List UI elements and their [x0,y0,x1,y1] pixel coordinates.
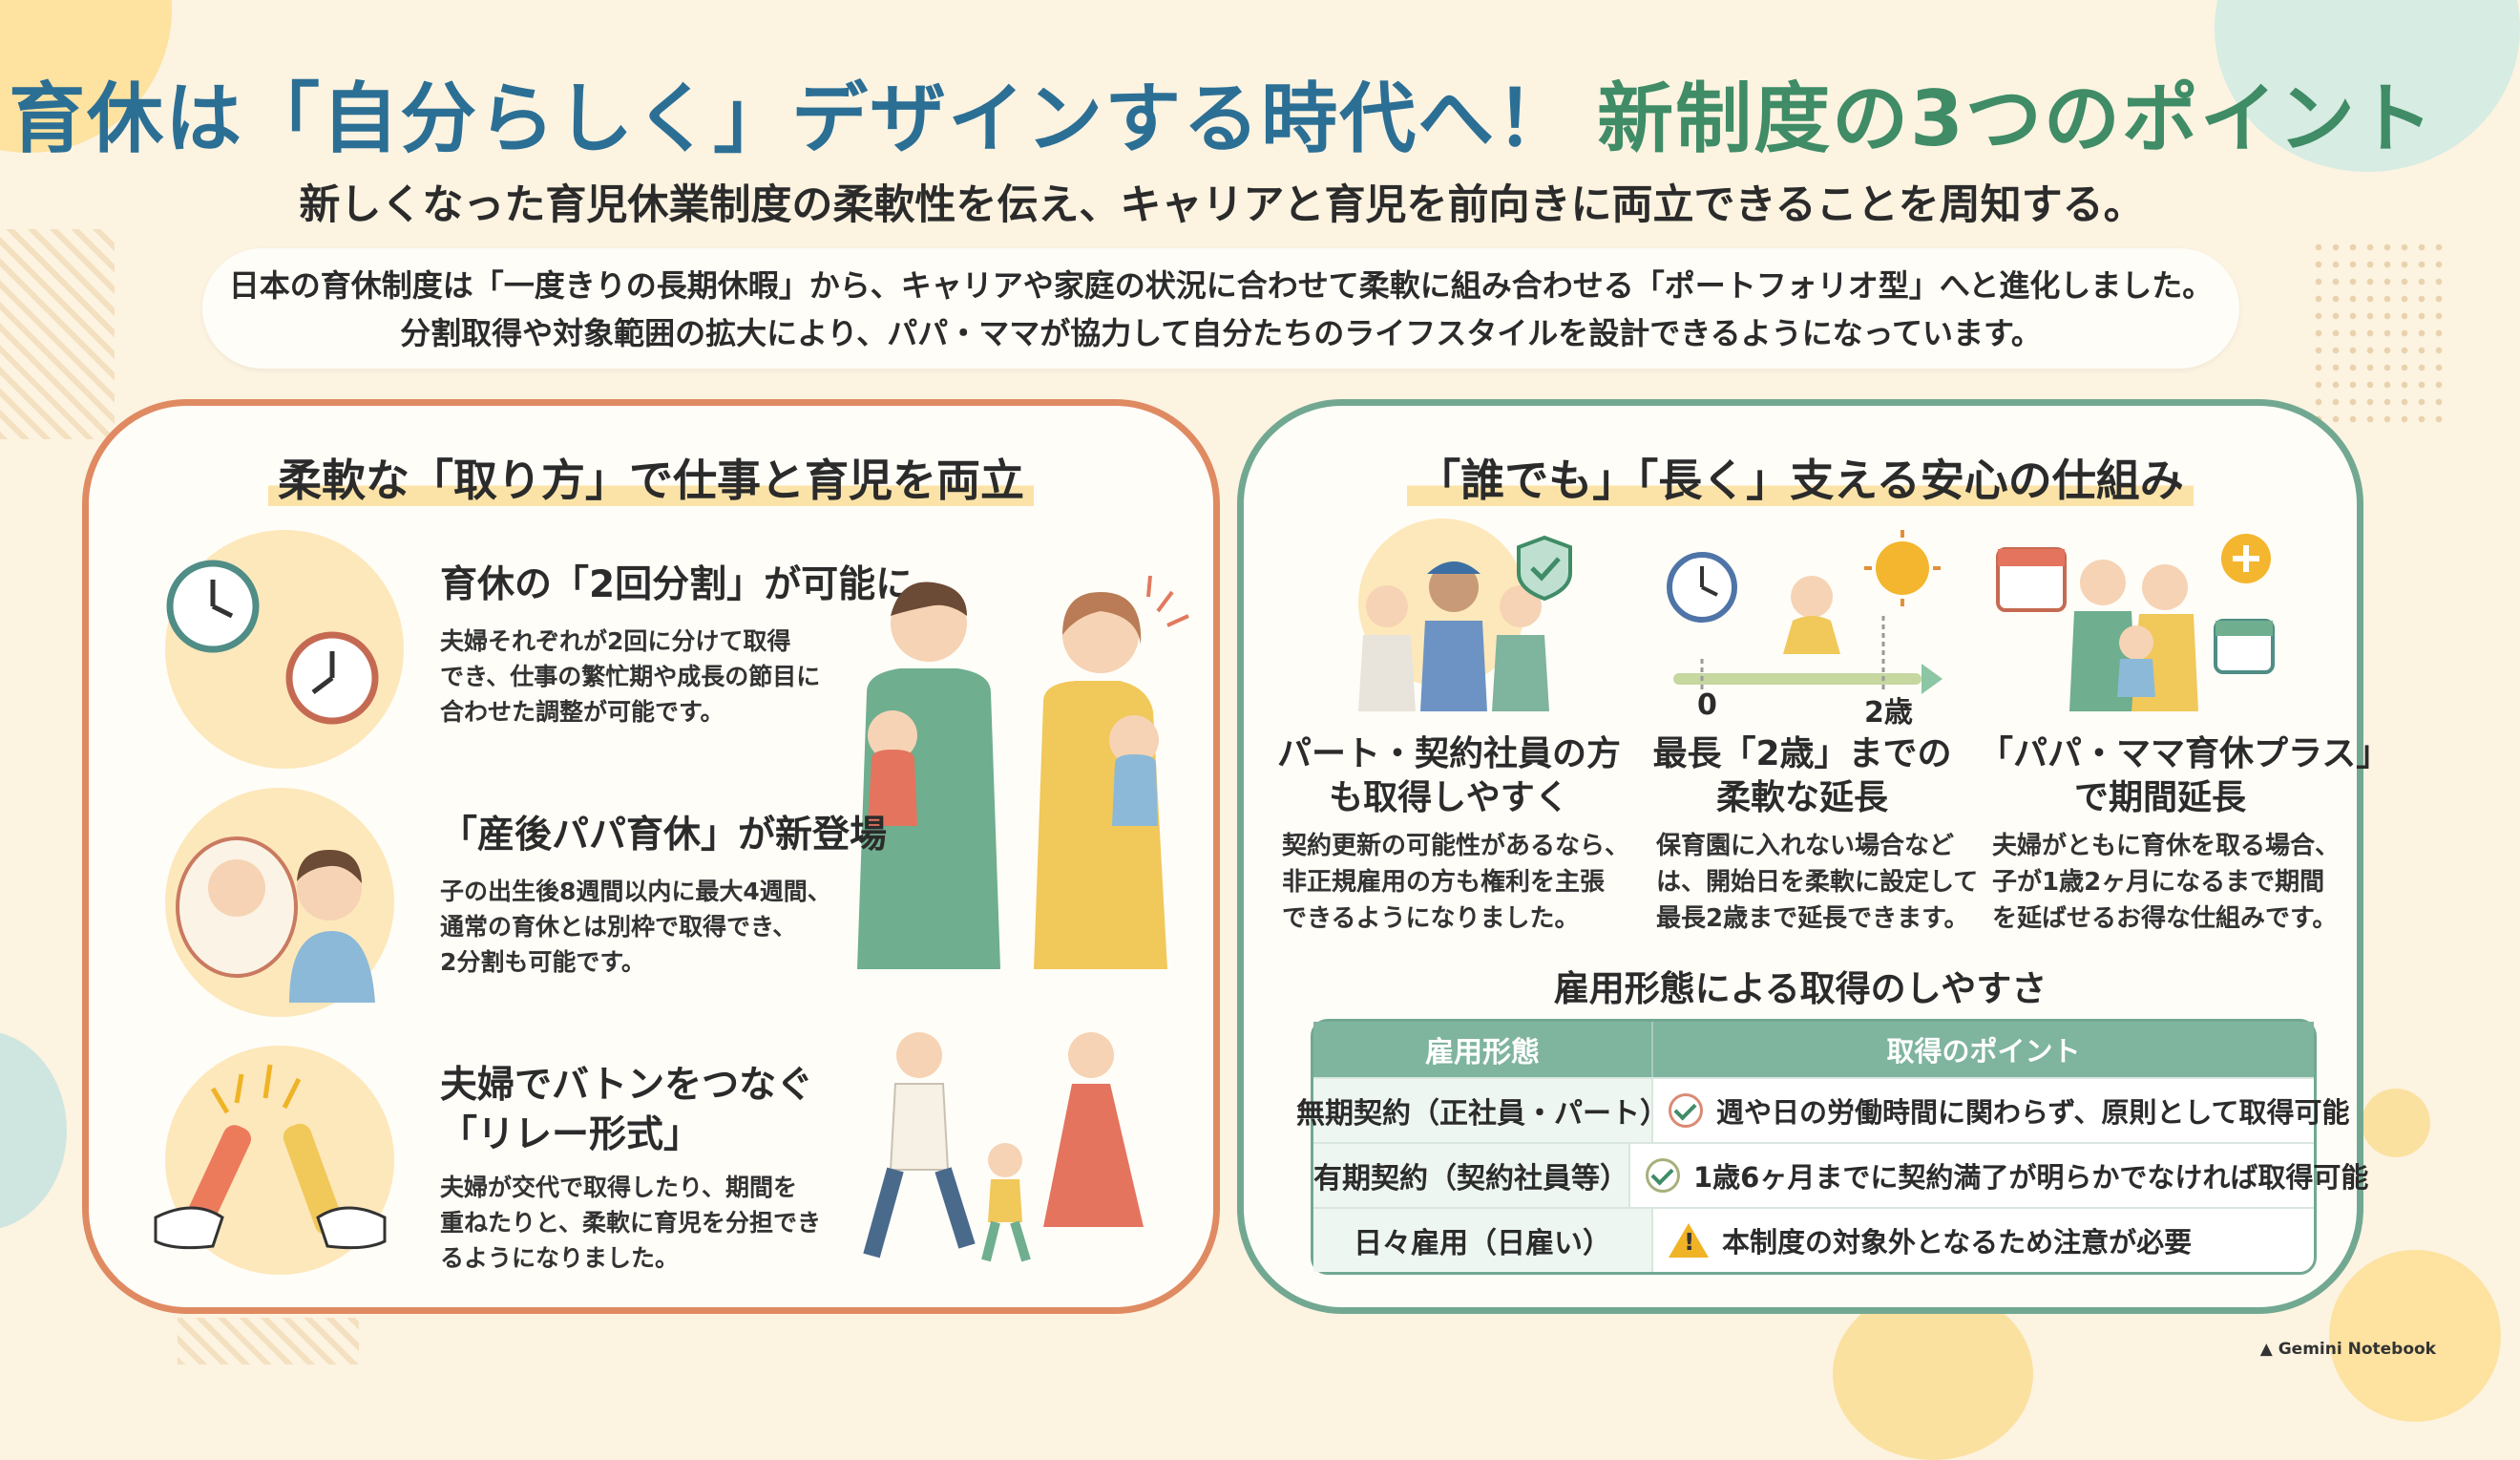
column-2-body: 保育園に入れない場合など は、開始日を柔軟に設定して 最長2歳まで延長できます。 [1656,832,1979,933]
table-cell-type: 有期契約（契約社員等） [1313,1144,1630,1207]
feature-3-title: 夫婦でバトンをつなぐ 「リレー形式」 [440,1064,814,1156]
decor-dots-right [2310,239,2444,430]
column-2-title: 最長「2歳」までの 柔軟な延長 [1652,734,1952,817]
timeline-illustration [1667,530,1942,694]
family-calendar-illustration [1996,534,2275,711]
table-cell-point: 本制度の対象外となるため注意が必要 [1653,1209,2314,1272]
warning-icon [1669,1223,1709,1258]
table-row: 無期契約（正社員・パート） 週や日の労働時間に関わらず、原則として取得可能 [1296,1077,2350,1142]
decor-stripes-left [0,229,115,439]
table-title: 雇用形態による取得のしやすさ [1553,968,2048,1009]
decor-blob-bottom-mid [1833,1288,2033,1460]
family-illustration [857,575,1189,969]
feature-2-body: 子の出生後8週間以内に最大4週間、 通常の育休とは別枠で取得でき、 2分割も可能… [440,878,831,976]
baton-icon [154,1064,387,1250]
gemini-notebook-logo: ▲ Gemini Notebook [2259,1340,2436,1359]
table-header-row: 雇用形態 取得のポイント [1313,1022,2314,1077]
timeline-end-label: 2歳 [1864,696,1913,730]
feature-2-title: 「産後パパ育休」が新登場 [440,814,888,857]
feature-3-body: 夫婦が交代で取得したり、期間を 重ねたりと、柔軟に育児を分担でき るようになりま… [440,1174,822,1272]
table-header-point: 取得のポイント [1886,1035,2081,1068]
column-3-body: 夫婦がともに育休を取る場合、 子が1歳2ヶ月になるまで期間 を延ばせるお得な仕組… [1992,832,2341,933]
walking-family-illustration [863,1032,1144,1262]
timeline-start-label: 0 [1697,688,1717,722]
decor-blob-bottom-right [2329,1250,2501,1422]
decor-dot-right [2362,1089,2430,1157]
decor-stripes-bottom [178,1318,359,1365]
feature-1-title: 育休の「2回分割」が可能に [440,563,914,606]
check-icon [1669,1093,1703,1128]
left-panel: 柔軟な「取り方」で仕事と育児を両立 育休の「2回分割」が可能に 夫婦それぞれが2… [82,399,1220,1314]
page-title: 育休は「自分らしく」デザインする時代へ！新制度の3つのポイント [0,57,2444,168]
title-part1: 育休は「自分らしく」デザインする時代へ！ [9,74,1575,163]
title-part2: 新制度の3つのポイント [1597,74,2435,163]
column-1-title: パート・契約社員の方 も取得しやすく [1276,734,1621,817]
right-panel: 「誰でも」「長く」支える安心の仕組み 0 2歳 [1237,399,2391,1314]
intro-line-2: 分割取得や対象範囲の拡大により、パパ・ママが協力して自分たちのライフスタイルを設… [400,315,2042,351]
left-panel-title: 柔軟な「取り方」で仕事と育児を両立 [89,446,1213,509]
workers-illustration [1358,518,1572,711]
clock-icon [166,560,379,725]
father-baby-icon [176,836,375,1003]
table-row: 日々雇用（日雇い） 本制度の対象外となるため注意が必要 [1313,1207,2314,1272]
intro-box: 日本の育休制度は「一度きりの長期休暇」から、キャリアや家庭の状況に合わせて柔軟に… [202,248,2239,369]
decor-blob-bottom-left [0,1030,67,1231]
table-cell-type: 日々雇用（日雇い） [1313,1209,1653,1272]
employment-table: 雇用形態 取得のポイント 無期契約（正社員・パート） 週や日の労働時間に関わらず… [1296,1019,2368,1275]
column-3-title: 「パパ・ママ育休プラス」 で期間延長 [1979,734,2391,817]
check-icon [1646,1158,1680,1193]
table-cell-point: 週や日の労働時間に関わらず、原則として取得可能 [1653,1079,2350,1142]
page-subtitle: 新しくなった育児休業制度の柔軟性を伝え、キャリアと育児を前向きに両立できることを… [299,181,2145,229]
table-row: 有期契約（契約社員等） 1歳6ヶ月までに契約満了が明らかでなければ取得可能 [1313,1142,2368,1207]
intro-line-1: 日本の育休制度は「一度きりの長期休暇」から、キャリアや家庭の状況に合わせて柔軟に… [228,267,2214,304]
table-header-type: 雇用形態 [1313,1022,1653,1077]
right-panel-title: 「誰でも」「長く」支える安心の仕組み [1244,446,2357,509]
column-1-body: 契約更新の可能性があるなら、 非正規雇用の方も権利を主張 できるようになりました… [1282,832,1630,933]
table-cell-type: 無期契約（正社員・パート） [1296,1079,1669,1142]
table-cell-point: 1歳6ヶ月までに契約満了が明らかでなければ取得可能 [1630,1144,2368,1207]
feature-1-body: 夫婦それぞれが2回に分けて取得 でき、仕事の繁忙期や成長の節目に 合わせた調整が… [440,627,821,726]
